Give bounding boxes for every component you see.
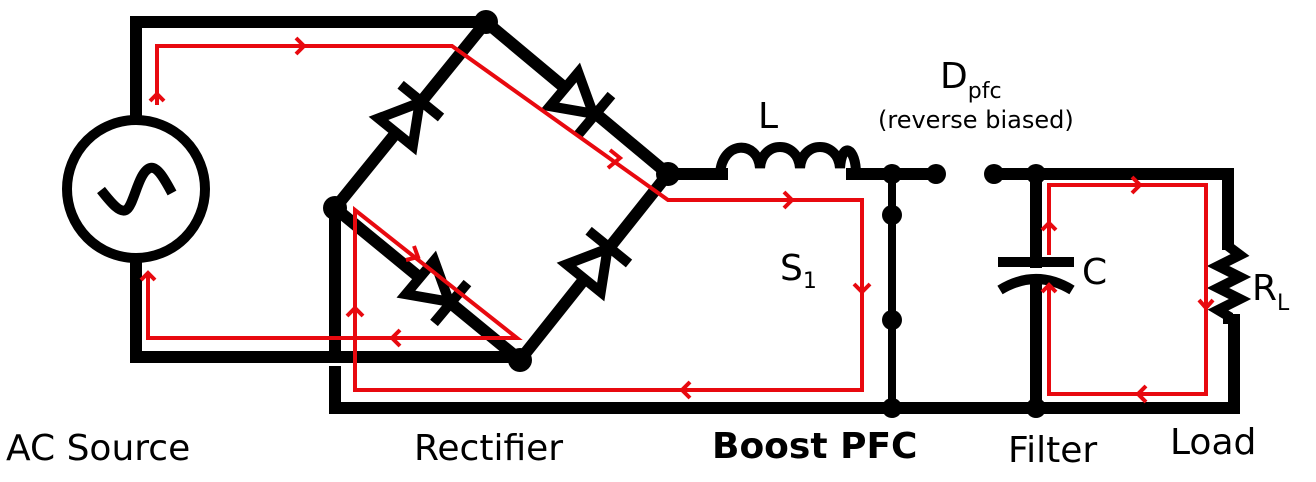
node-bridge-bottom [508, 348, 532, 372]
node-cap-top [1026, 164, 1046, 184]
dpfc-note: (reverse biased) [878, 106, 1074, 134]
switch-label-subscript: 1 [803, 269, 817, 294]
arrow-right-top [294, 36, 307, 56]
section-label-load: Load [1170, 422, 1256, 463]
arrow-down-load [1197, 298, 1215, 312]
resistor-label: RL [1252, 268, 1290, 316]
arrow-up-cap-bottom [1040, 282, 1058, 294]
node-bridge-right [656, 162, 680, 186]
arrow-up-cap-top [1040, 220, 1058, 232]
resistor-zigzag-icon [1206, 240, 1252, 324]
node-switch-top [882, 164, 902, 184]
node-bridge-top [474, 10, 498, 34]
ac-sine-icon [97, 162, 177, 216]
resistor-label-subscript: L [1277, 291, 1290, 316]
wire-source-bottom [130, 252, 526, 363]
diode-d4 [556, 226, 633, 302]
current-path-main [139, 36, 872, 400]
ac-source [62, 115, 210, 263]
switch-label: S1 [780, 248, 817, 294]
switch-label-main: S [780, 248, 803, 289]
dpfc-label: Dpfc [940, 56, 1002, 104]
current-loop-output [1047, 183, 1208, 396]
switch-contact-top [882, 205, 902, 225]
arrow-right-output-top [1130, 175, 1143, 195]
diode-d2 [540, 62, 616, 139]
diode-d3 [396, 250, 472, 327]
arrow-up-left [345, 305, 365, 318]
wires [130, 13, 1240, 414]
wire-source-top [130, 16, 492, 126]
arrow-diag-d2 [606, 148, 624, 170]
resistor-label-main: R [1252, 268, 1277, 309]
inductor-coil-icon [715, 142, 861, 175]
node-bridge-left [323, 196, 347, 220]
capacitor-label: C [1082, 252, 1107, 293]
node-switch-bottom [882, 398, 902, 418]
arrow-up-source-bottom [139, 270, 157, 282]
diode-d1 [368, 80, 445, 156]
rectifier-diodes [368, 62, 633, 327]
inductor-label: L [758, 96, 778, 137]
wire-negative-rail [329, 314, 1240, 414]
current-loop-input [146, 44, 864, 392]
section-label-rectifier: Rectifier [414, 428, 563, 469]
section-label-ac-source: AC Source [6, 428, 190, 469]
arrow-left-output-bottom [1135, 384, 1148, 404]
arrow-right-inductor [782, 190, 795, 210]
arrow-down-switch [852, 282, 872, 295]
junction-nodes [323, 10, 1046, 418]
node-dpfc-anode [926, 164, 946, 184]
arrow-diag-d3 [405, 245, 421, 262]
node-cap-bottom [1026, 398, 1046, 418]
node-dpfc-cathode [984, 164, 1004, 184]
current-path-output [1040, 175, 1215, 404]
arrow-left-return [389, 328, 402, 348]
arrow-up-source-top [148, 91, 166, 103]
dpfc-label-main: D [940, 56, 968, 97]
switch-contact-bottom [882, 310, 902, 330]
arrow-left-bottom [679, 380, 692, 400]
capacitor-icon [997, 257, 1075, 295]
wire-positive-rail [988, 168, 1234, 250]
section-label-boost-pfc: Boost PFC [712, 426, 917, 467]
section-label-filter: Filter [1008, 430, 1097, 471]
dpfc-label-subscript: pfc [968, 79, 1002, 104]
